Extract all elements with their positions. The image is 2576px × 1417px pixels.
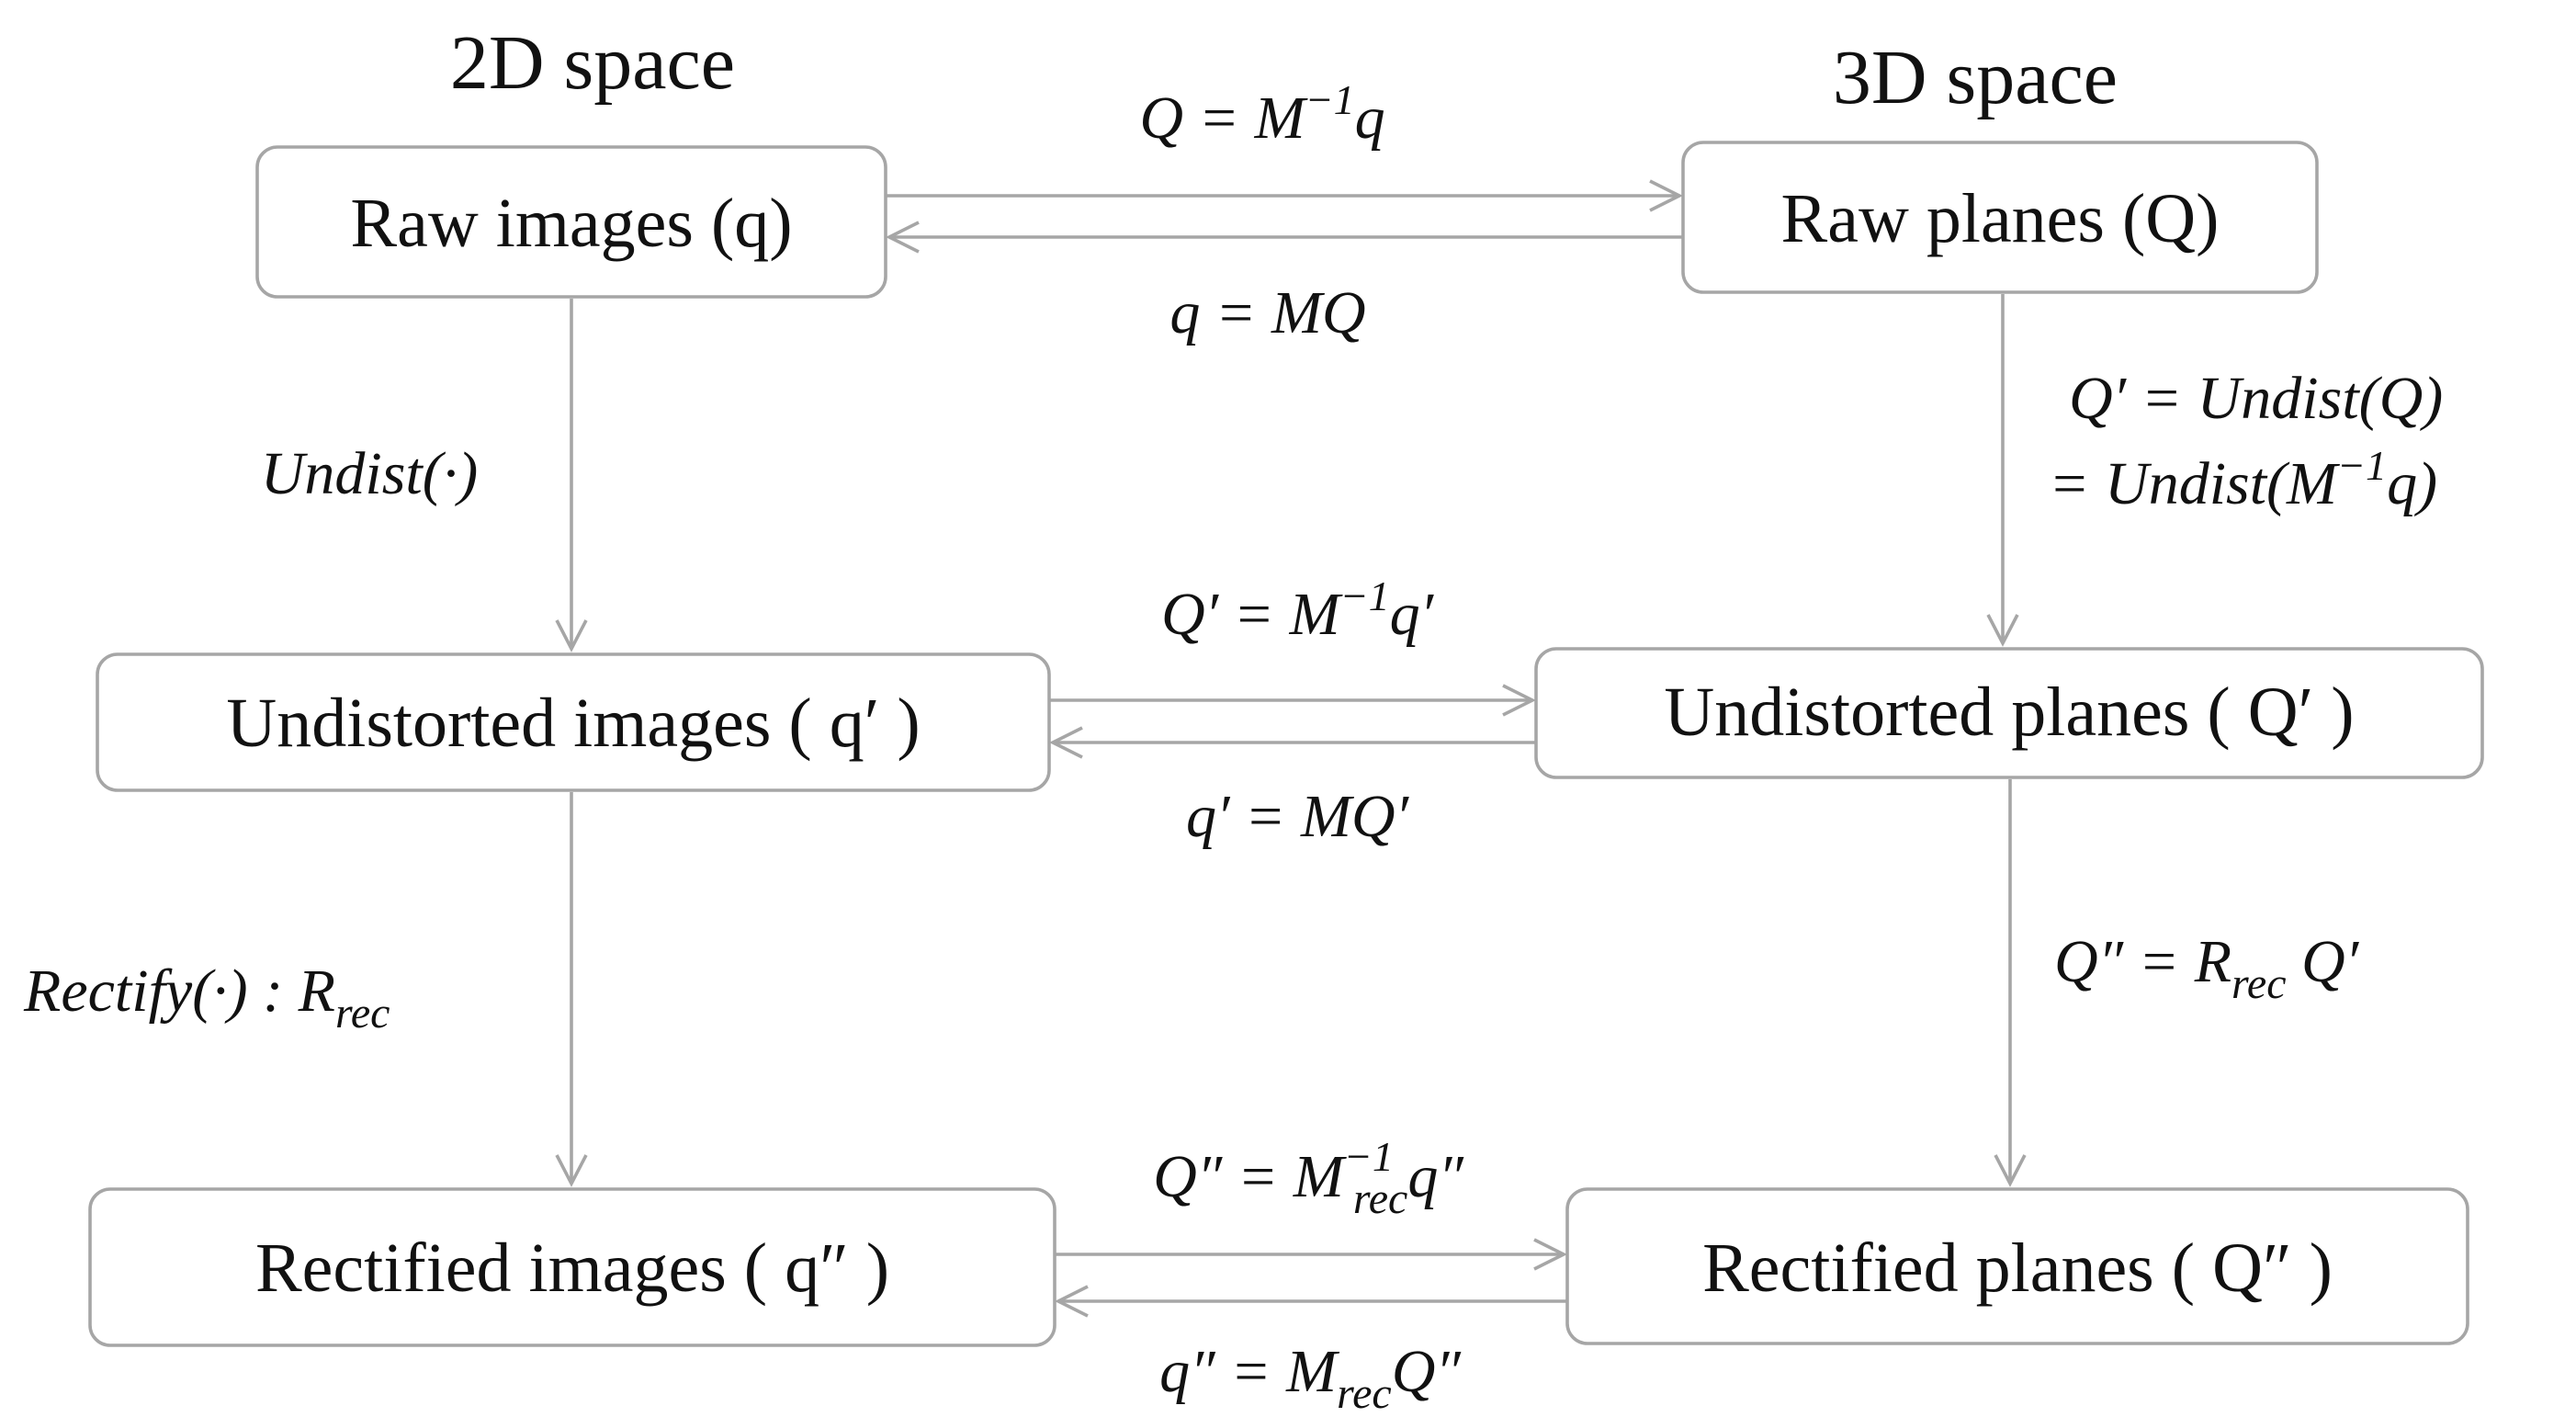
- box-rectified-images-label: Rectified images ( q″ ): [255, 1230, 889, 1307]
- eq-undist-right-2: = Undist(M−1q): [2049, 442, 2437, 517]
- arrow-right-rectify: [1994, 779, 2027, 1187]
- box-rectified-planes-label: Rectified planes ( Q″ ): [1702, 1230, 2333, 1307]
- box-undistorted-planes: Undistorted planes ( Q′ ): [1534, 647, 2484, 779]
- eq-rect-backward: q″ = MrecQ″: [1159, 1338, 1462, 1417]
- box-undistorted-planes-label: Undistorted planes ( Q′ ): [1664, 674, 2354, 751]
- eq-undist-left: Undist(·): [261, 440, 478, 507]
- box-raw-images-label: Raw images (q): [350, 185, 792, 262]
- box-rectified-planes: Rectified planes ( Q″ ): [1565, 1187, 2469, 1345]
- arrow-left-undist: [555, 299, 588, 652]
- box-raw-images: Raw images (q): [255, 145, 887, 299]
- box-raw-planes-label: Raw planes (Q): [1781, 180, 2220, 257]
- arrow-undist-backward: [1048, 726, 1536, 759]
- eq-undist-right-1: Q′ = Undist(Q): [2069, 365, 2443, 432]
- eq-rectify-left: Rectify(·) : Rrec: [23, 958, 390, 1037]
- arrow-raw-forward: [886, 179, 1684, 212]
- box-undistorted-images: Undistorted images ( q′ ): [96, 652, 1051, 792]
- heading-2d-space: 2D space: [450, 20, 735, 106]
- box-undistorted-images-label: Undistorted images ( q′ ): [226, 685, 920, 762]
- heading-3d-space: 3D space: [1833, 35, 2118, 120]
- eq-rectify-right: Q″ = Rrec Q′: [2054, 928, 2360, 1008]
- box-raw-planes: Raw planes (Q): [1681, 141, 2319, 294]
- arrow-rect-forward: [1055, 1238, 1568, 1271]
- arrow-undist-forward: [1049, 684, 1537, 717]
- arrow-left-rectify: [555, 792, 588, 1187]
- arrow-raw-backward: [885, 221, 1683, 254]
- eq-raw-backward: q = MQ: [1169, 279, 1365, 346]
- box-rectified-images: Rectified images ( q″ ): [88, 1187, 1056, 1347]
- arrow-right-undist: [1986, 294, 2019, 647]
- arrow-rect-backward: [1054, 1285, 1567, 1318]
- eq-undist-backward: q′ = MQ′: [1186, 783, 1410, 850]
- eq-undist-forward: Q′ = M−1q′: [1161, 572, 1435, 648]
- eq-raw-forward: Q = M−1q: [1139, 76, 1384, 152]
